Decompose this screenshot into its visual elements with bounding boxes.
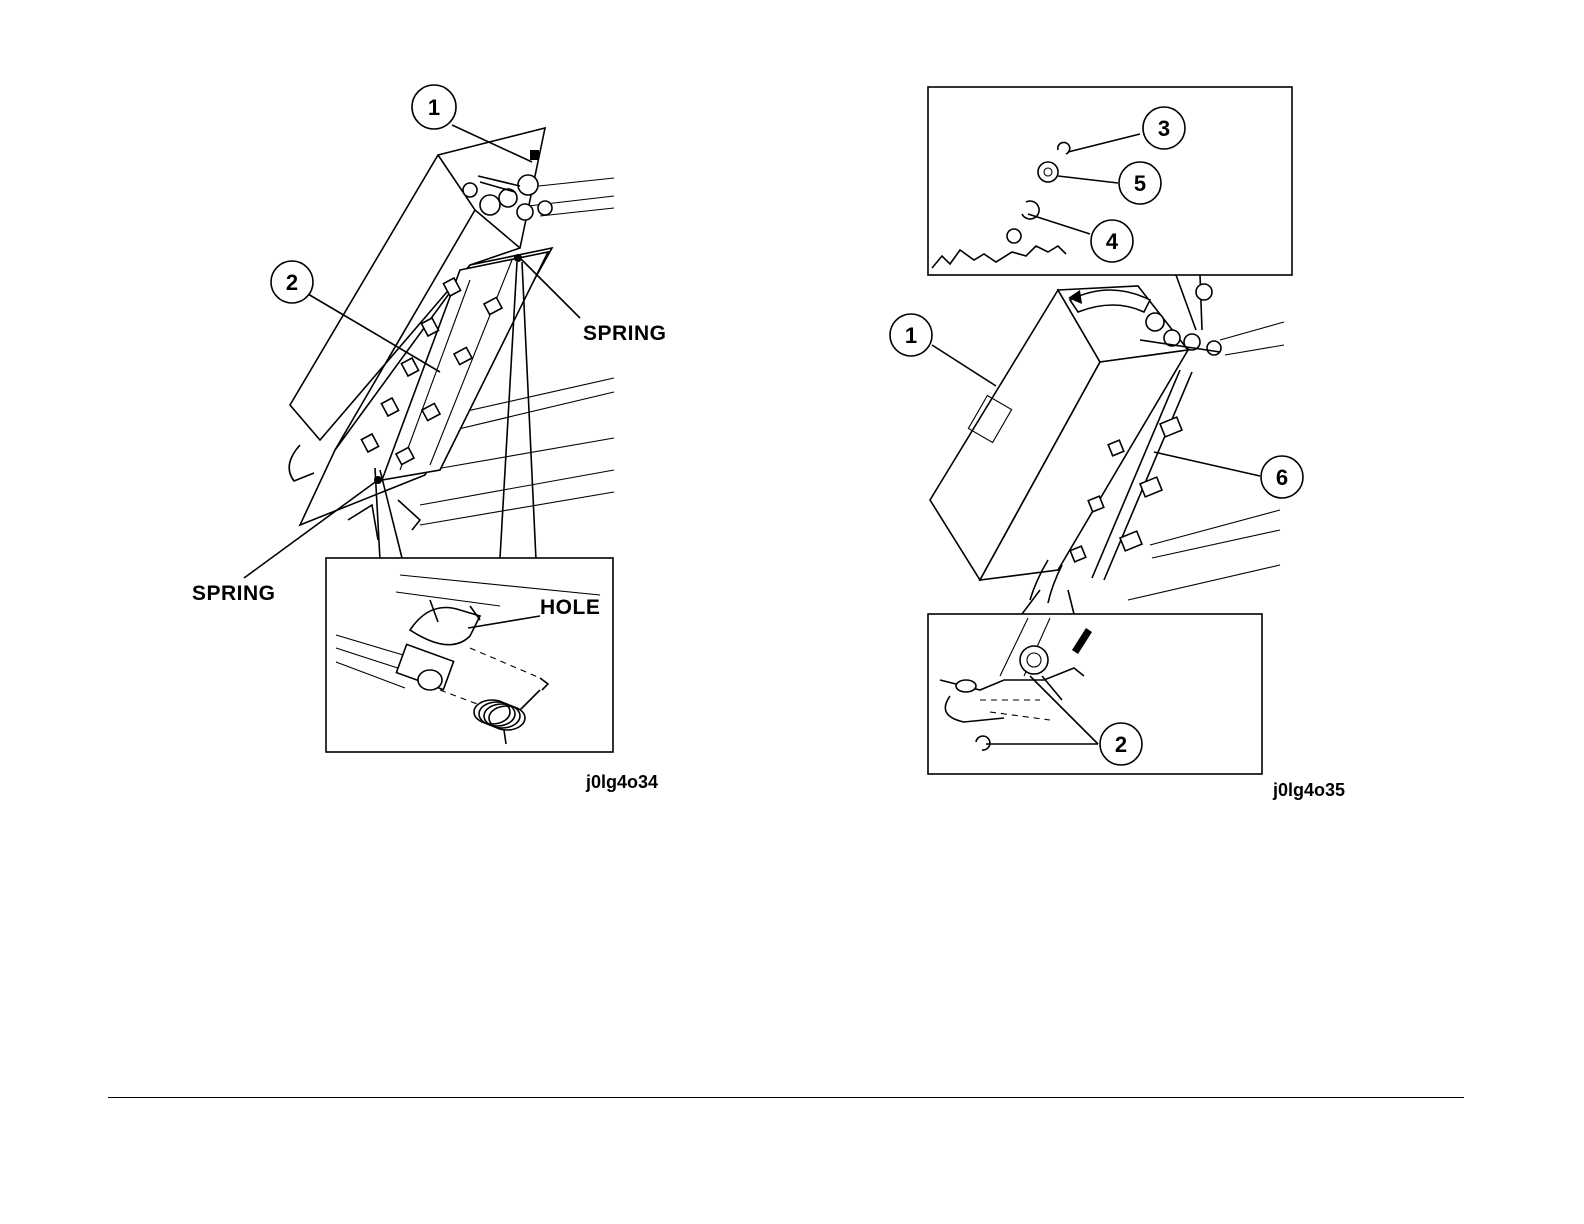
callout-1-number: 1 bbox=[428, 95, 440, 120]
bottom-inset-leader-b bbox=[1068, 590, 1074, 614]
detail-inset-bottom bbox=[928, 614, 1262, 774]
top-inset-leader-a bbox=[1176, 275, 1196, 330]
figure-right-diagram: 3 5 4 bbox=[800, 0, 1584, 850]
callout-4-number: 4 bbox=[1106, 229, 1119, 254]
callout-1: 1 bbox=[890, 314, 996, 386]
figure-left-diagram: 1 2 SPRING SPRING bbox=[0, 0, 800, 850]
callout-3-number: 3 bbox=[1158, 116, 1170, 141]
tray-box bbox=[930, 284, 1221, 603]
hole-label: HOLE bbox=[540, 596, 600, 619]
bottom-inset-leader-a bbox=[1022, 590, 1040, 614]
callout-6-number: 6 bbox=[1276, 465, 1288, 490]
callout-2-number: 2 bbox=[1115, 732, 1127, 757]
callout-1-number: 1 bbox=[905, 323, 917, 348]
callout-5-number: 5 bbox=[1134, 171, 1146, 196]
callout-6: 6 bbox=[1154, 452, 1303, 498]
footer-rule bbox=[108, 1097, 1464, 1098]
figure-id-right: j0lg4o35 bbox=[1272, 780, 1345, 800]
spring-top-label: SPRING bbox=[583, 322, 667, 345]
top-inset-leader-b bbox=[1200, 275, 1202, 330]
callout-2-number: 2 bbox=[286, 270, 298, 295]
spring-bottom-label: SPRING bbox=[192, 582, 276, 605]
detail-inset-spring: HOLE bbox=[326, 558, 613, 752]
figure-id-left: j0lg4o34 bbox=[585, 772, 658, 792]
